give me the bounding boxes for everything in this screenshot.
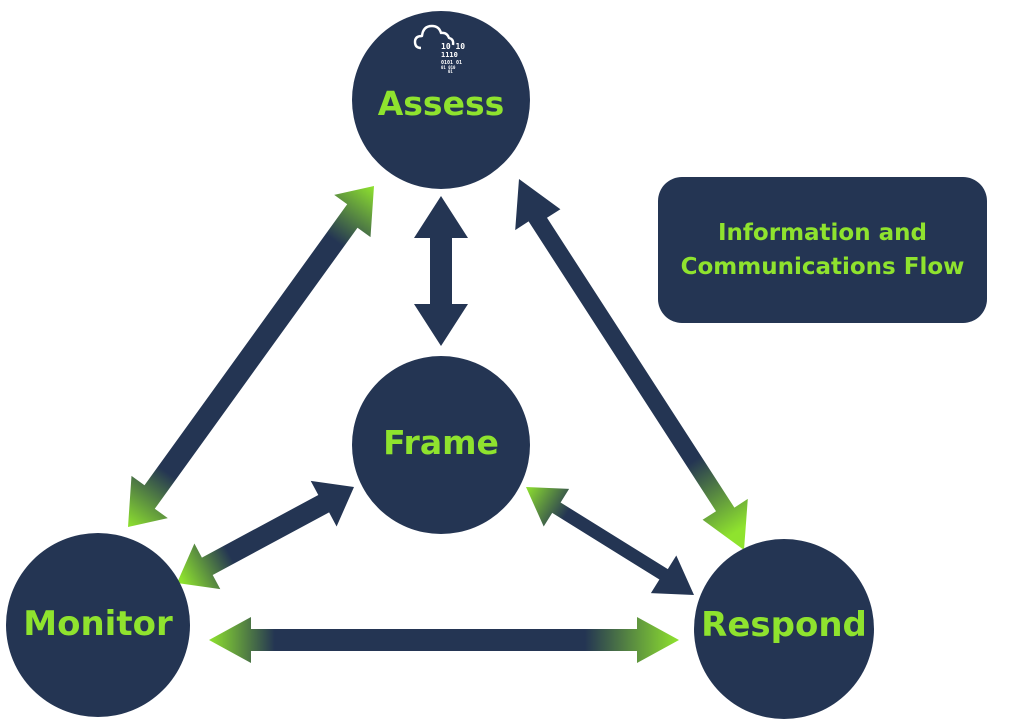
info-box-text: Information and Communications Flow: [680, 220, 965, 280]
cloud-outline: [413, 24, 455, 50]
respond-label: Respond: [701, 605, 867, 645]
assess-label: Assess: [377, 83, 505, 123]
arrow-assess-respond: [515, 179, 748, 550]
arrow-frame-respond: [526, 487, 694, 595]
frame-label: Frame: [383, 422, 499, 462]
arrow-monitor-respond: [209, 617, 679, 663]
arrow-assess-monitor: [128, 186, 374, 527]
node-respond: Respond: [694, 539, 874, 719]
node-assess: Assess: [352, 11, 530, 189]
icon-text-row2: 1110: [441, 51, 458, 59]
arrow-assess-frame: [414, 196, 468, 346]
icon-text-row4: 01 010: [441, 65, 456, 70]
icon-text-row3: 0101 01: [441, 60, 462, 66]
cloud-data-icon: 10 10 1110 0101 01 01 010 01: [413, 24, 465, 74]
monitor-label: Monitor: [23, 604, 173, 644]
node-frame: Frame: [352, 356, 530, 534]
icon-text-row1: 10 10: [441, 42, 465, 51]
arrow-frame-monitor: [177, 480, 354, 590]
info-box: Information and Communications Flow: [658, 177, 987, 323]
node-monitor: Monitor: [6, 533, 190, 717]
icon-text-row5: 01: [448, 69, 453, 74]
